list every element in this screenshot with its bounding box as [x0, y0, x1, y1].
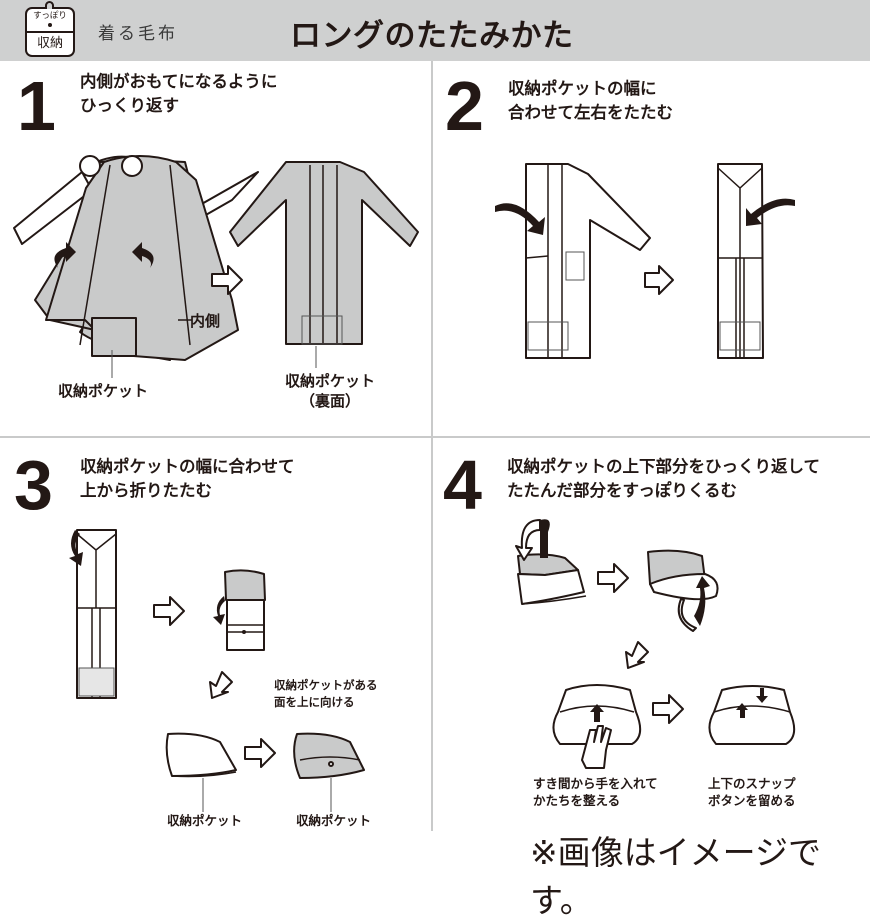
vertical-divider	[431, 61, 433, 831]
step-4-line1: 収納ポケットの上下部分をひっくり返して	[507, 457, 821, 476]
pocket-label-a: 収納ポケット	[167, 813, 243, 828]
step-4-line2: たたんだ部分をすっぽりくるむ	[507, 481, 738, 500]
wrap-illustration	[515, 519, 796, 769]
snap-caption-line1: 上下のスナップ	[708, 776, 796, 791]
horizontal-divider	[0, 436, 870, 438]
product-subtitle: 着る毛布	[98, 24, 178, 44]
step-4-instruction: 収納ポケットの上下部分をひっくり返して たたんだ部分をすっぽりくるむ	[507, 455, 820, 503]
image-disclaimer-note: ※画像はイメージです。	[530, 833, 821, 920]
storage-badge-icon: すっぽり 収納	[25, 1, 75, 57]
step-1-number: 1	[17, 67, 56, 145]
pocket-label-b: 収納ポケット	[296, 813, 372, 828]
side-fold-illustration	[495, 163, 795, 359]
pocket-back-line2: （裏面）	[299, 392, 360, 410]
step-2-instruction: 収納ポケットの幅に 合わせて左右をたたむ	[508, 77, 673, 125]
open-coat-illustration	[13, 155, 419, 378]
step-2-line1: 収納ポケットの幅に	[508, 79, 657, 98]
step-3-instruction: 収納ポケットの幅に合わせて 上から折りたたむ	[80, 455, 295, 503]
badge-top-text: すっぽり	[33, 11, 67, 21]
step-3-line2: 上から折りたたむ	[80, 481, 212, 500]
pocket-back-line1: 収納ポケット	[284, 372, 375, 390]
hand-adjust-caption: すき間から手を入れて かたちを整える	[533, 775, 658, 809]
step-1-line2: ひっくり返す	[80, 96, 179, 115]
top-fold-illustration	[69, 529, 365, 812]
badge-bottom-text: 収納	[36, 36, 63, 51]
pocket-label: 収納ポケット	[58, 382, 149, 400]
pocket-face-up-hint: 収納ポケットがある 面を上に向ける	[274, 677, 378, 711]
step-3-line1: 収納ポケットの幅に合わせて	[80, 457, 295, 476]
step-1-line1: 内側がおもてになるように	[80, 72, 278, 91]
hand-caption-line1: すき間から手を入れて	[533, 776, 658, 791]
step-4-number: 4	[443, 446, 482, 524]
badge-dot	[48, 23, 52, 27]
hint-line2: 面を上に向ける	[274, 695, 355, 709]
page-title: ロングのたたみかた	[290, 18, 574, 54]
header-bar: すっぽり 収納 着る毛布 ロングのたたみかた	[0, 0, 870, 61]
snap-button-caption: 上下のスナップ ボタンを留める	[708, 775, 796, 809]
snap-caption-line2: ボタンを留める	[708, 793, 796, 808]
badge-divider	[27, 31, 73, 33]
badge-hook	[45, 1, 54, 9]
step-1-instruction: 内側がおもてになるように ひっくり返す	[80, 70, 277, 118]
hint-line1: 収納ポケットがある	[274, 678, 378, 692]
pocket-back-label: 収納ポケット （裏面）	[275, 371, 385, 411]
inside-label: 内側	[190, 312, 221, 330]
step-3-number: 3	[14, 446, 53, 524]
step-2-line2: 合わせて左右をたたむ	[508, 103, 673, 122]
hand-caption-line2: かたちを整える	[533, 793, 621, 808]
step-2-number: 2	[445, 67, 484, 145]
